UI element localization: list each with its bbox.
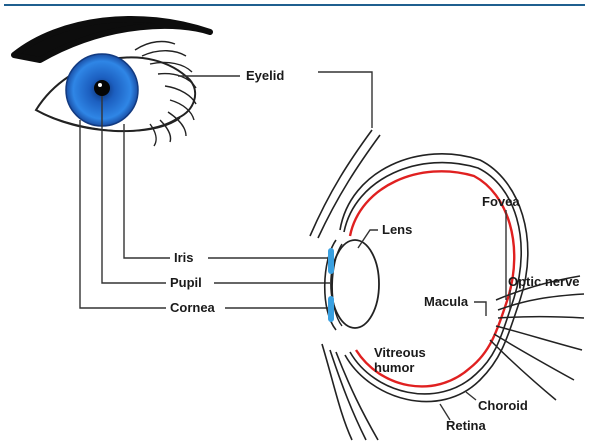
- label-retina: Retina: [446, 418, 487, 433]
- label-pupil: Pupil: [170, 275, 202, 290]
- label-macula: Macula: [424, 294, 469, 309]
- optic-nerve-fibers: [490, 276, 584, 400]
- label-choroid: Choroid: [478, 398, 528, 413]
- label-humor: humor: [374, 360, 414, 375]
- label-fovea: Fovea: [482, 194, 520, 209]
- label-optic-nerve: Optic nerve: [508, 274, 580, 289]
- label-iris: Iris: [174, 250, 194, 265]
- iris-section-bottom: [328, 296, 334, 322]
- label-cornea: Cornea: [170, 300, 216, 315]
- front-eye-view: [14, 19, 210, 146]
- lens: [331, 240, 379, 328]
- right-leader-lines: [358, 210, 510, 420]
- label-eyelid: Eyelid: [246, 68, 284, 83]
- iris-section-top: [328, 248, 334, 274]
- label-lens: Lens: [382, 222, 412, 237]
- label-vitreous: Vitreous: [374, 345, 426, 360]
- pupil-circle: [94, 80, 110, 96]
